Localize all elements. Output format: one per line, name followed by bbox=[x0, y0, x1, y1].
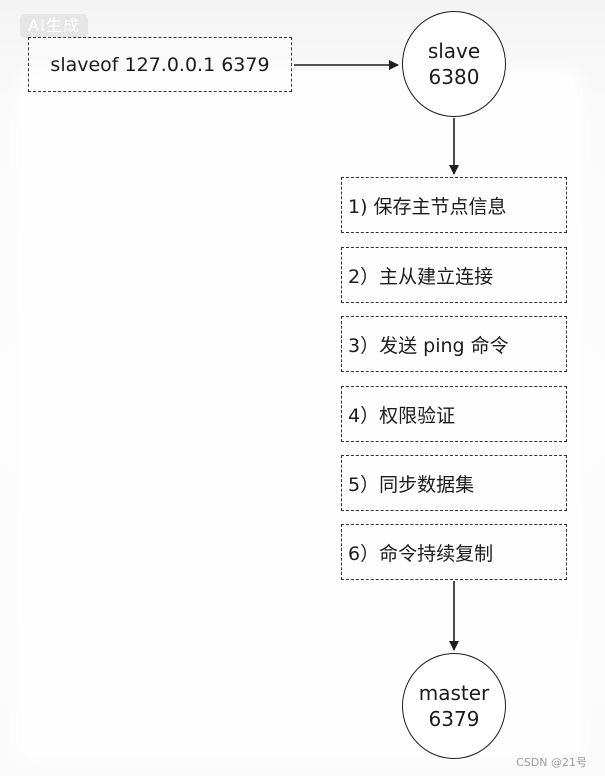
step-label-6: 6）命令持续复制 bbox=[348, 542, 494, 565]
slave-node-port: 6380 bbox=[428, 65, 480, 89]
step-box-3: 3）发送 ping 命令 bbox=[341, 316, 567, 372]
step-box-6: 6）命令持续复制 bbox=[341, 524, 567, 580]
step-box-5: 5）同步数据集 bbox=[341, 455, 567, 511]
master-node-label: master bbox=[418, 681, 490, 705]
step-label-3: 3）发送 ping 命令 bbox=[348, 334, 509, 357]
step-box-4: 4）权限验证 bbox=[341, 386, 567, 442]
command-box: slaveof 127.0.0.1 6379 bbox=[28, 37, 292, 92]
slave-node-label: slave bbox=[427, 39, 481, 63]
master-node: master 6379 bbox=[402, 653, 506, 759]
step-box-2: 2）主从建立连接 bbox=[341, 247, 567, 303]
command-text: slaveof 127.0.0.1 6379 bbox=[50, 53, 270, 76]
csdn-watermark: CSDN @21号 bbox=[516, 756, 587, 769]
step-label-2: 2）主从建立连接 bbox=[348, 265, 494, 288]
slave-node: slave 6380 bbox=[402, 11, 506, 117]
ai-generated-watermark: AI生成 bbox=[20, 14, 88, 38]
step-label-5: 5）同步数据集 bbox=[348, 473, 475, 496]
step-label-1: 1) 保存主节点信息 bbox=[348, 195, 507, 218]
step-label-4: 4）权限验证 bbox=[348, 404, 456, 427]
step-box-1: 1) 保存主节点信息 bbox=[341, 177, 567, 233]
master-node-port: 6379 bbox=[428, 707, 480, 731]
diagram-panel bbox=[20, 70, 580, 760]
